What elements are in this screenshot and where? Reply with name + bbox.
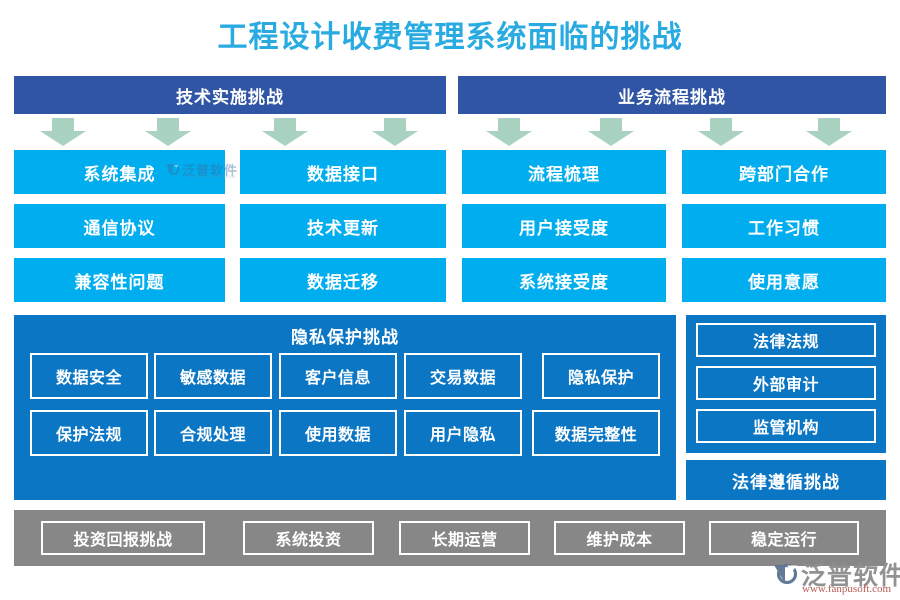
cell-biz-1-3[interactable]: 系统接受度 xyxy=(462,258,666,302)
cell-biz-1-1[interactable]: 流程梳理 xyxy=(462,150,666,194)
privacy-cell-2-3[interactable]: 使用数据 xyxy=(279,410,397,456)
legal-compliance-panel: 法律法规 外部审计 监管机构 xyxy=(686,315,886,453)
down-arrow-icon xyxy=(262,118,308,146)
privacy-cell-2-5[interactable]: 数据完整性 xyxy=(532,410,660,456)
privacy-protection-panel: 隐私保护挑战 数据安全 敏感数据 客户信息 交易数据 隐私保护 保护法规 合规处… xyxy=(14,315,676,500)
down-arrow-icon xyxy=(698,118,744,146)
privacy-cell-1-2[interactable]: 敏感数据 xyxy=(154,353,272,399)
bottom-cell-1[interactable]: 投资回报挑战 xyxy=(41,521,205,555)
cell-tech-1-1[interactable]: 系统集成 xyxy=(14,150,225,194)
down-arrow-icon xyxy=(372,118,418,146)
header-bar-business-label: 业务流程挑战 xyxy=(618,87,726,107)
header-bar-business: 业务流程挑战 xyxy=(458,76,886,114)
bottom-cell-3[interactable]: 长期运营 xyxy=(399,521,530,555)
cell-tech-2-3[interactable]: 数据迁移 xyxy=(240,258,446,302)
legal-compliance-footer[interactable]: 法律遵循挑战 xyxy=(686,460,886,500)
privacy-cell-1-4[interactable]: 交易数据 xyxy=(404,353,522,399)
cell-tech-1-3[interactable]: 兼容性问题 xyxy=(14,258,225,302)
privacy-cell-2-4[interactable]: 用户隐私 xyxy=(404,410,522,456)
privacy-cell-1-3[interactable]: 客户信息 xyxy=(279,353,397,399)
privacy-cell-2-2[interactable]: 合规处理 xyxy=(154,410,272,456)
bottom-cell-2[interactable]: 系统投资 xyxy=(243,521,374,555)
down-arrow-icon xyxy=(145,118,191,146)
privacy-cell-1-5[interactable]: 隐私保护 xyxy=(542,353,660,399)
roi-challenge-bar: 投资回报挑战 系统投资 长期运营 维护成本 稳定运行 xyxy=(14,510,886,566)
cell-biz-2-2[interactable]: 工作习惯 xyxy=(682,204,886,248)
bottom-cell-4[interactable]: 维护成本 xyxy=(554,521,685,555)
down-arrow-icon xyxy=(806,118,852,146)
watermark-url-corner: www.fanpusoft.com xyxy=(802,583,892,595)
cell-tech-2-2[interactable]: 技术更新 xyxy=(240,204,446,248)
cell-biz-2-3[interactable]: 使用意愿 xyxy=(682,258,886,302)
cell-biz-1-2[interactable]: 用户接受度 xyxy=(462,204,666,248)
cell-tech-2-1[interactable]: 数据接口 xyxy=(240,150,446,194)
privacy-panel-title: 隐私保护挑战 xyxy=(291,328,399,347)
privacy-cell-2-1[interactable]: 保护法规 xyxy=(30,410,148,456)
cell-biz-2-1[interactable]: 跨部门合作 xyxy=(682,150,886,194)
legal-cell-2[interactable]: 外部审计 xyxy=(696,366,876,400)
cell-tech-1-2[interactable]: 通信协议 xyxy=(14,204,225,248)
legal-cell-3[interactable]: 监管机构 xyxy=(696,409,876,443)
legal-cell-1[interactable]: 法律法规 xyxy=(696,323,876,357)
page-title: 工程设计收费管理系统面临的挑战 xyxy=(217,21,683,54)
header-bar-technical-label: 技术实施挑战 xyxy=(176,87,284,107)
down-arrow-icon xyxy=(486,118,532,146)
privacy-cell-1-1[interactable]: 数据安全 xyxy=(30,353,148,399)
bottom-cell-5[interactable]: 稳定运行 xyxy=(709,521,859,555)
down-arrow-icon xyxy=(588,118,634,146)
header-bar-technical: 技术实施挑战 xyxy=(14,76,446,114)
down-arrow-icon xyxy=(40,118,86,146)
